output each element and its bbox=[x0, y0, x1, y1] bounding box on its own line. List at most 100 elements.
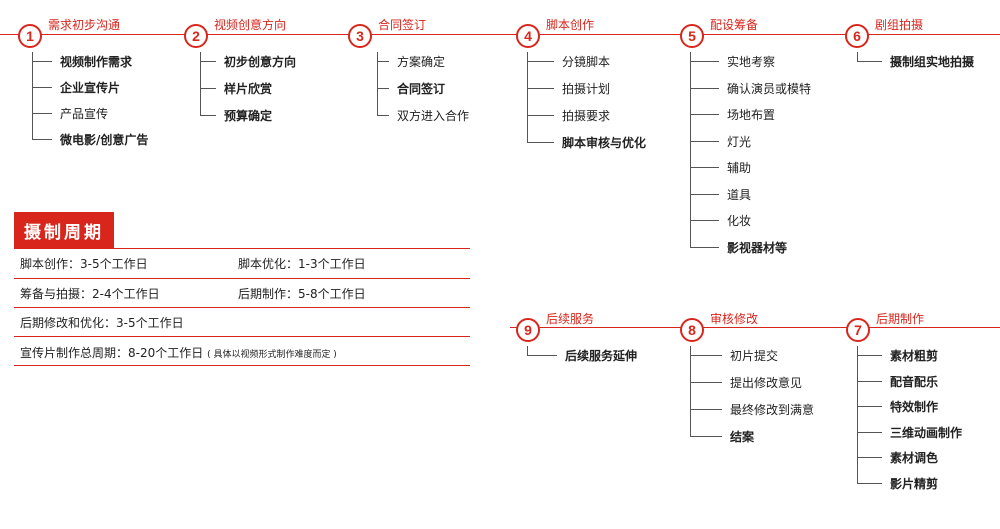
item-connector bbox=[857, 380, 882, 382]
cycle-note: ( 具体以视频形式制作难度而定 ) bbox=[207, 350, 337, 360]
step-item: 场地布置 bbox=[727, 108, 776, 122]
cycle-row: 宣传片制作总周期：8-20个工作日 ( 具体以视频形式制作难度而定 ) bbox=[14, 336, 470, 366]
step-number-badge: 1 bbox=[18, 24, 42, 48]
step-item: 双方进入合作 bbox=[397, 109, 470, 123]
step-item: 实地考察 bbox=[727, 55, 776, 69]
step-item: 辅助 bbox=[727, 161, 752, 175]
item-connector bbox=[690, 140, 719, 142]
step-item: 视频制作需求 bbox=[60, 55, 133, 69]
process-step: 6 剧组拍摄摄制组实地拍摄 bbox=[845, 12, 1000, 232]
step-item: 拍摄计划 bbox=[562, 82, 611, 96]
step-title: 后期制作 bbox=[876, 312, 925, 326]
item-connector bbox=[527, 88, 554, 89]
step-item: 影视器材等 bbox=[727, 240, 788, 255]
step-title: 后续服务 bbox=[546, 312, 595, 326]
item-connector bbox=[690, 114, 719, 115]
item-connector bbox=[690, 355, 722, 356]
step-item: 素材粗剪 bbox=[890, 349, 939, 363]
cycle-row-4: 宣传片制作总周期：8-20个工作日 ( 具体以视频形式制作难度而定 ) bbox=[20, 344, 337, 361]
item-connector bbox=[857, 406, 882, 407]
step-number-badge: 5 bbox=[680, 24, 704, 48]
cycle-row-1-left: 脚本创作：3-5个工作日 bbox=[20, 257, 148, 271]
step-title: 合同签订 bbox=[378, 18, 427, 32]
item-connector bbox=[527, 61, 554, 62]
step-item: 特效制作 bbox=[890, 400, 939, 414]
step-branch-line bbox=[857, 52, 858, 62]
item-connector bbox=[690, 246, 719, 248]
item-connector bbox=[857, 457, 882, 458]
step-branch-line bbox=[527, 52, 528, 143]
step-item: 摄制组实地拍摄 bbox=[890, 55, 975, 69]
cycle-row: 脚本创作：3-5个工作日 脚本优化：1-3个工作日 bbox=[14, 248, 470, 278]
step-item: 道具 bbox=[727, 187, 752, 202]
item-connector bbox=[690, 220, 719, 221]
step-number-badge: 6 bbox=[845, 24, 869, 48]
step-number-badge: 2 bbox=[184, 24, 208, 48]
step-item: 影片精剪 bbox=[890, 476, 939, 491]
item-connector bbox=[377, 115, 389, 116]
step-item: 预算确定 bbox=[224, 109, 273, 123]
step-title: 审核修改 bbox=[710, 312, 759, 326]
step-branch-line bbox=[690, 346, 691, 437]
item-connector bbox=[32, 61, 52, 62]
bottom-timeline-line bbox=[510, 327, 1000, 328]
step-item: 企业宣传片 bbox=[60, 81, 121, 95]
cycle-title: 摄制周期 bbox=[14, 212, 114, 248]
step-number-badge: 9 bbox=[516, 318, 540, 342]
step-item: 产品宣传 bbox=[60, 107, 109, 121]
step-item: 微电影/创意广告 bbox=[60, 133, 149, 147]
top-timeline-line bbox=[0, 34, 1000, 35]
step-item: 最终修改到满意 bbox=[730, 403, 815, 417]
step-title: 脚本创作 bbox=[546, 18, 595, 32]
step-item: 化妆 bbox=[727, 214, 752, 228]
item-connector bbox=[690, 382, 722, 383]
step-item: 确认演员或模特 bbox=[727, 81, 812, 96]
step-number-badge: 8 bbox=[680, 318, 704, 342]
step-branch-line bbox=[377, 52, 378, 116]
step-branch-line bbox=[32, 52, 33, 140]
cycle-row-2-left: 筹备与拍摄：2-4个工作日 bbox=[20, 287, 160, 301]
item-connector bbox=[857, 431, 882, 433]
step-item: 样片欣赏 bbox=[224, 82, 273, 96]
cycle-row: 筹备与拍摄：2-4个工作日 后期制作：5-8个工作日 bbox=[14, 278, 470, 307]
step-branch-line bbox=[857, 346, 858, 484]
process-step: 2 视频创意方向初步创意方向样片欣赏预算确定 bbox=[184, 12, 394, 232]
step-title: 需求初步沟通 bbox=[48, 18, 121, 32]
item-connector bbox=[690, 193, 719, 195]
item-connector bbox=[527, 355, 557, 356]
item-connector bbox=[857, 61, 882, 62]
item-connector bbox=[690, 61, 719, 62]
step-item: 灯光 bbox=[727, 134, 752, 149]
step-title: 视频创意方向 bbox=[214, 18, 287, 32]
item-connector bbox=[377, 61, 389, 62]
step-title: 剧组拍摄 bbox=[875, 18, 924, 32]
item-connector bbox=[690, 436, 722, 437]
item-connector bbox=[690, 167, 719, 168]
item-connector bbox=[690, 87, 719, 89]
cycle-row-1-right: 脚本优化：1-3个工作日 bbox=[238, 257, 366, 271]
step-branch-line bbox=[527, 346, 528, 356]
step-item: 提出修改意见 bbox=[730, 376, 803, 390]
step-item: 初片提交 bbox=[730, 349, 779, 363]
cycle-total: 宣传片制作总周期：8-20个工作日 bbox=[20, 346, 204, 360]
step-number-badge: 3 bbox=[348, 24, 372, 48]
step-branch-line bbox=[200, 52, 201, 116]
cycle-row-3-left: 后期修改和优化：3-5个工作日 bbox=[20, 316, 184, 330]
item-connector bbox=[32, 87, 52, 88]
step-item: 初步创意方向 bbox=[224, 55, 297, 69]
item-connector bbox=[857, 482, 882, 484]
cycle-row-2-right: 后期制作：5-8个工作日 bbox=[238, 287, 366, 301]
item-connector bbox=[527, 142, 554, 143]
step-item: 配音配乐 bbox=[890, 374, 939, 389]
item-connector bbox=[32, 139, 52, 140]
step-number-badge: 4 bbox=[516, 24, 540, 48]
item-connector bbox=[200, 88, 216, 89]
step-branch-line bbox=[690, 52, 691, 248]
step-item: 三维动画制作 bbox=[890, 425, 963, 440]
cycle-row: 后期修改和优化：3-5个工作日 bbox=[14, 307, 470, 336]
item-connector bbox=[527, 115, 554, 116]
